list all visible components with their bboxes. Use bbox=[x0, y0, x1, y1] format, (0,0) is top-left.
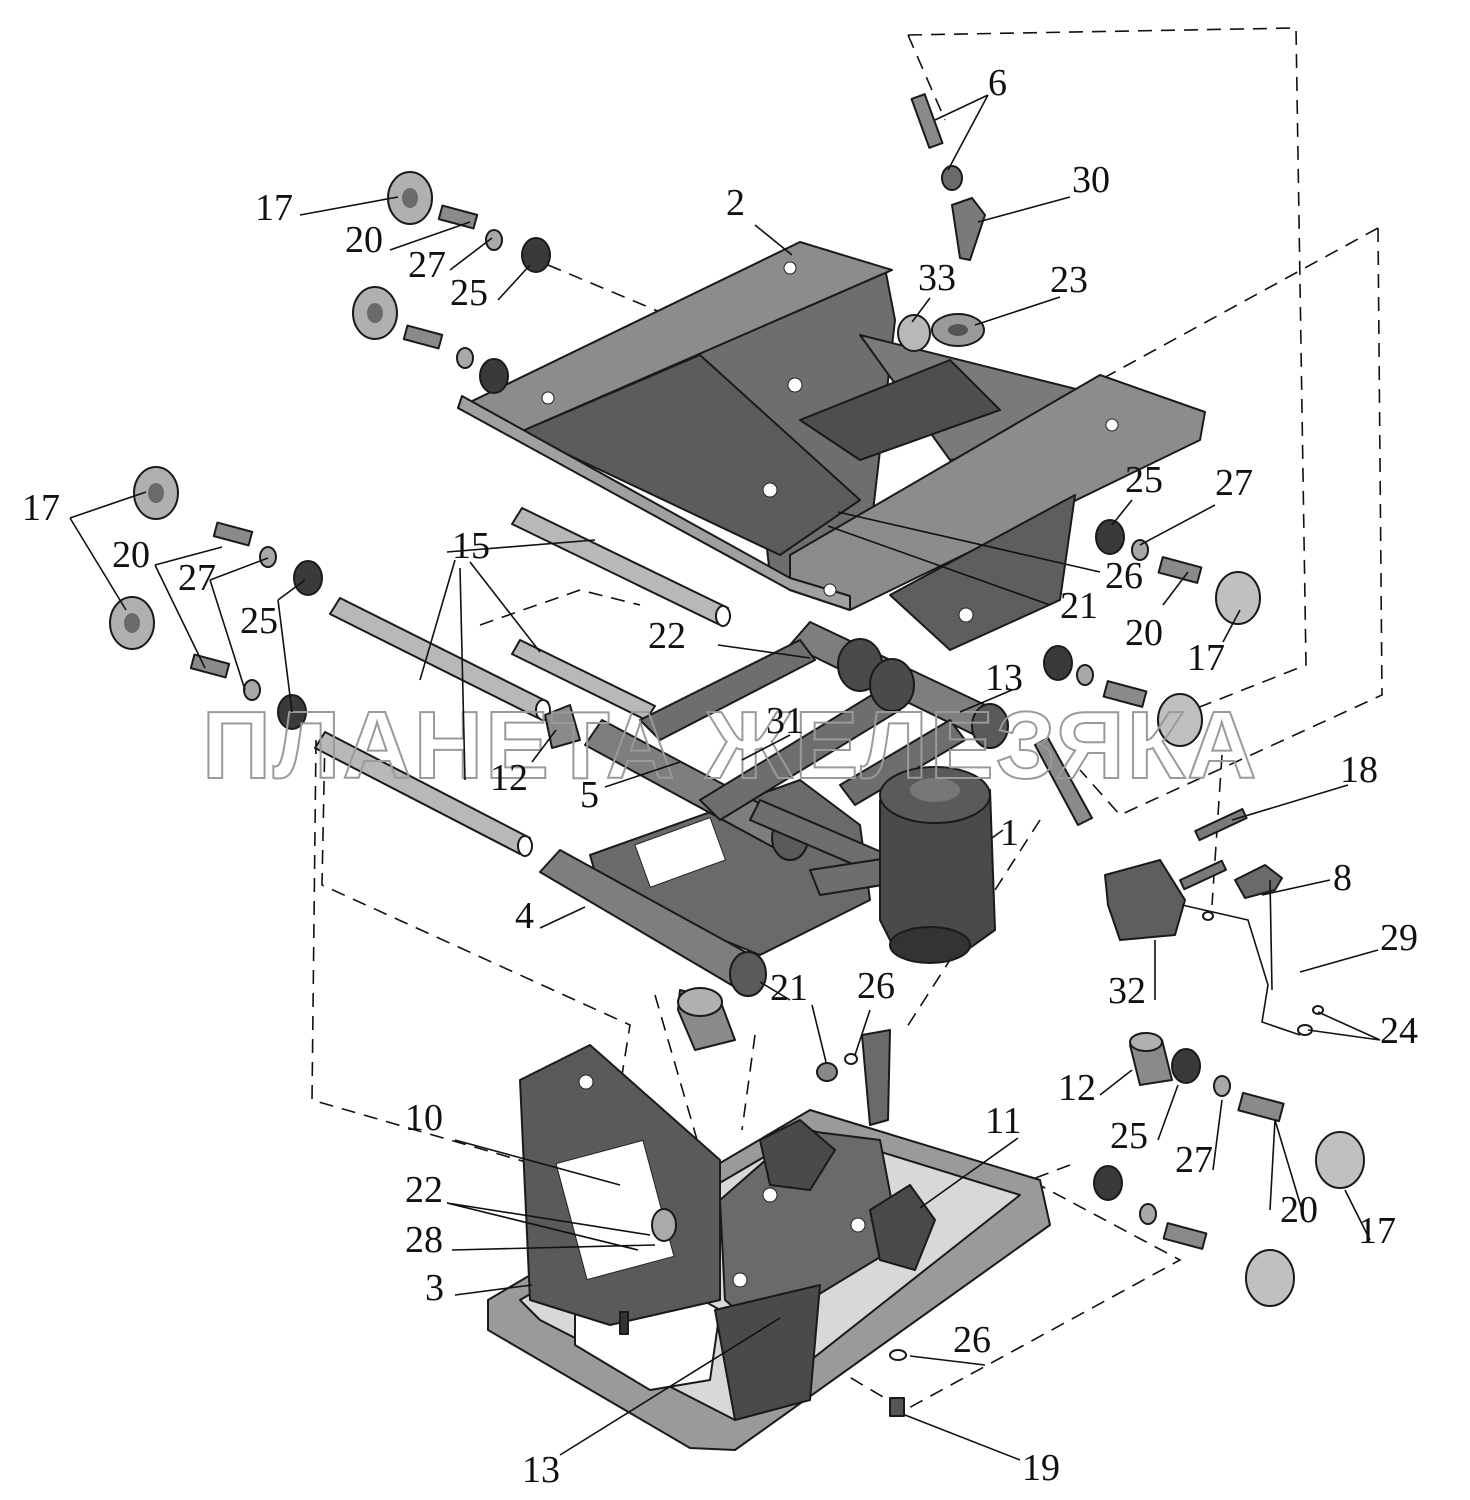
callout-5: 5 bbox=[580, 774, 599, 816]
watermark-text: ПЛАНЕТА ЖЕЛЕЗЯКА bbox=[202, 692, 1259, 799]
callout-25: 25 bbox=[450, 272, 488, 314]
callout-27: 27 bbox=[408, 244, 446, 286]
top-hardware bbox=[109, 93, 1261, 747]
callout-21: 21 bbox=[1060, 585, 1098, 627]
scissor-arms-parts-4-5 bbox=[539, 621, 1009, 997]
callout-29: 29 bbox=[1380, 917, 1418, 959]
base-plate-part-3 bbox=[487, 1029, 1051, 1451]
callout-30: 30 bbox=[1072, 159, 1110, 201]
callout-13: 13 bbox=[985, 657, 1023, 699]
callout-27: 27 bbox=[1215, 462, 1253, 504]
callout-21: 21 bbox=[770, 967, 808, 1009]
callout-12: 12 bbox=[1058, 1067, 1096, 1109]
callout-2: 2 bbox=[726, 182, 745, 224]
leader-lines bbox=[69, 94, 1381, 1461]
callout-12: 12 bbox=[490, 757, 528, 799]
callout-1: 1 bbox=[1000, 812, 1019, 854]
callout-6: 6 bbox=[988, 62, 1007, 104]
callout-27: 27 bbox=[178, 557, 216, 599]
callout-8: 8 bbox=[1333, 857, 1352, 899]
lower-right-hardware bbox=[889, 911, 1365, 1417]
callout-10: 10 bbox=[405, 1097, 443, 1139]
cylinder-part-1 bbox=[879, 766, 996, 964]
callout-22: 22 bbox=[405, 1169, 443, 1211]
callout-19: 19 bbox=[1022, 1447, 1060, 1489]
callout-28: 28 bbox=[405, 1219, 443, 1261]
callout-32: 32 bbox=[1108, 970, 1146, 1012]
callout-26: 26 bbox=[953, 1319, 991, 1361]
callout-17: 17 bbox=[22, 487, 60, 529]
callout-20: 20 bbox=[345, 219, 383, 261]
bushings-part-12 bbox=[544, 704, 1173, 1086]
callout-23: 23 bbox=[1050, 259, 1088, 301]
callout-25: 25 bbox=[1110, 1115, 1148, 1157]
callout-22: 22 bbox=[648, 615, 686, 657]
callout-13: 13 bbox=[522, 1449, 560, 1491]
callout-20: 20 bbox=[1125, 612, 1163, 654]
callout-25: 25 bbox=[240, 600, 278, 642]
height-valve-parts-8-32 bbox=[1034, 737, 1324, 1036]
callout-27: 27 bbox=[1175, 1139, 1213, 1181]
callout-17: 17 bbox=[1187, 637, 1225, 679]
callout-17: 17 bbox=[255, 187, 293, 229]
callout-25: 25 bbox=[1125, 459, 1163, 501]
callout-17: 17 bbox=[1358, 1210, 1396, 1252]
callout-labels: 6 30 17 2 20 27 33 23 25 17 25 27 20 15 … bbox=[22, 62, 1418, 1491]
callout-3: 3 bbox=[425, 1267, 444, 1309]
callout-4: 4 bbox=[515, 895, 534, 937]
callout-33: 33 bbox=[918, 257, 956, 299]
callout-15: 15 bbox=[452, 525, 490, 567]
callout-26: 26 bbox=[1105, 555, 1143, 597]
upper-frame-part-2 bbox=[457, 241, 1206, 651]
tubes-part-15 bbox=[314, 507, 731, 857]
callout-20: 20 bbox=[112, 534, 150, 576]
callout-18: 18 bbox=[1340, 749, 1378, 791]
callout-20: 20 bbox=[1280, 1189, 1318, 1231]
callout-11: 11 bbox=[985, 1100, 1022, 1142]
callout-31: 31 bbox=[766, 700, 804, 742]
callout-26: 26 bbox=[857, 965, 895, 1007]
callout-24: 24 bbox=[1380, 1010, 1418, 1052]
